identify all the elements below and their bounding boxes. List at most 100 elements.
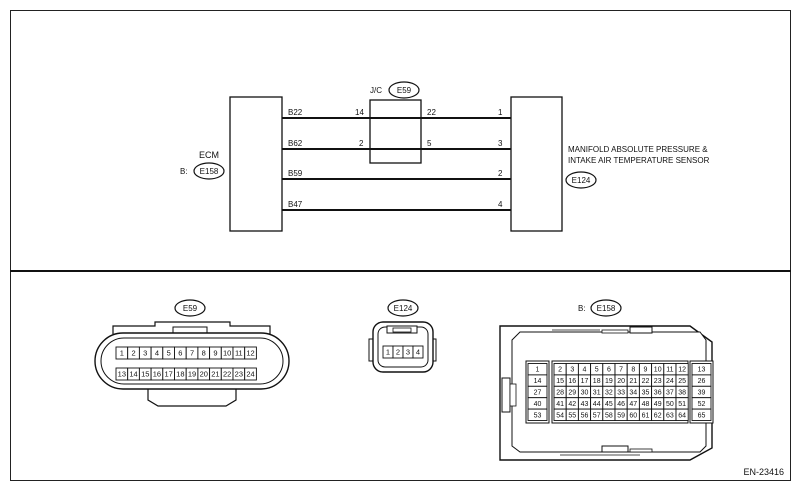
e124-tag — [387, 299, 419, 317]
svg-text:28: 28 — [556, 390, 564, 397]
e158-pin: 38 — [675, 385, 689, 399]
jc-connector-tag — [388, 81, 420, 99]
e59-pin: 12 — [244, 346, 257, 360]
e59-pin: 18 — [174, 367, 187, 381]
svg-text:6: 6 — [178, 349, 182, 358]
jc-connector-id: E59 — [397, 86, 412, 95]
e59-pin: 23 — [232, 367, 246, 381]
sensor-box — [510, 96, 563, 232]
e124-pin: 4 — [412, 345, 424, 359]
e158-pin: 63 — [663, 408, 677, 421]
svg-text:22: 22 — [223, 370, 231, 379]
e158-pin: 2 — [553, 363, 567, 376]
ecm-box — [229, 96, 283, 232]
svg-text:10: 10 — [223, 349, 231, 358]
svg-text:43: 43 — [581, 401, 589, 408]
e124-tag-text: E124 — [394, 304, 413, 313]
svg-text:50: 50 — [666, 401, 674, 408]
svg-text:2: 2 — [131, 349, 135, 358]
e124-pin: 1 — [382, 345, 394, 359]
svg-text:58: 58 — [605, 412, 613, 419]
e158-prefix: B: — [578, 304, 586, 313]
svg-text:12: 12 — [246, 349, 254, 358]
svg-text:63: 63 — [666, 412, 674, 419]
svg-text:15: 15 — [556, 378, 564, 385]
svg-text:51: 51 — [678, 401, 686, 408]
svg-text:27: 27 — [534, 390, 542, 397]
e158-pin: 58 — [602, 408, 616, 421]
svg-text:11: 11 — [666, 367, 673, 374]
wire-2-sensor-pin: 3 — [498, 139, 503, 148]
svg-text:54: 54 — [556, 412, 564, 419]
svg-text:2: 2 — [396, 348, 400, 357]
e158-pin: 7 — [614, 363, 628, 376]
e158-pin: 43 — [577, 397, 592, 410]
svg-text:24: 24 — [246, 370, 254, 379]
e59-pin: 1 — [115, 346, 129, 360]
wire-1-sensor-pin: 1 — [498, 108, 503, 117]
e59-pin: 22 — [220, 367, 234, 381]
svg-text:4: 4 — [155, 349, 159, 358]
e158-pin: 32 — [602, 385, 616, 399]
e158-pin: 53 — [527, 408, 548, 421]
svg-text:18: 18 — [593, 378, 601, 385]
e59-pin: 21 — [209, 367, 222, 381]
e158-tag — [590, 299, 622, 317]
e124-pin: 3 — [402, 345, 414, 359]
svg-text:56: 56 — [581, 412, 589, 419]
wire-3: B59 2 — [282, 169, 511, 180]
svg-text:35: 35 — [642, 390, 650, 397]
e158-pin: 30 — [577, 385, 592, 399]
svg-text:31: 31 — [593, 390, 601, 397]
svg-text:65: 65 — [698, 412, 706, 419]
svg-text:14: 14 — [534, 378, 542, 385]
e59-pin: 4 — [150, 346, 164, 360]
e158-pin: 4 — [577, 363, 592, 376]
svg-text:39: 39 — [698, 390, 706, 397]
e158-pin: 25 — [675, 374, 689, 387]
e158-pin: 34 — [626, 385, 640, 399]
e158-pin: 18 — [590, 374, 604, 387]
sensor-label-line1: MANIFOLD ABSOLUTE PRESSURE & — [568, 145, 708, 154]
svg-text:17: 17 — [164, 370, 172, 379]
wire-1-jc-in: 14 — [355, 108, 364, 117]
svg-text:10: 10 — [654, 367, 662, 374]
e59-pin: 19 — [185, 367, 199, 381]
svg-text:30: 30 — [581, 390, 589, 397]
svg-text:6: 6 — [607, 367, 611, 374]
svg-text:1: 1 — [536, 367, 540, 374]
e158-pin: 28 — [553, 385, 567, 399]
svg-text:26: 26 — [698, 378, 706, 385]
e158-pin: 56 — [577, 408, 592, 421]
e158-pin: 42 — [565, 397, 579, 410]
svg-text:20: 20 — [617, 378, 625, 385]
e59-pin: 24 — [244, 367, 257, 381]
e158-pin: 35 — [638, 385, 653, 399]
svg-text:7: 7 — [619, 367, 623, 374]
e158-pin: 31 — [590, 385, 604, 399]
svg-text:8: 8 — [202, 349, 206, 358]
e59-pin: 9 — [209, 346, 222, 360]
svg-text:62: 62 — [654, 412, 662, 419]
e158-pin: 55 — [565, 408, 579, 421]
svg-text:40: 40 — [534, 401, 542, 408]
e158-pin: 15 — [553, 374, 567, 387]
wire-4-ecm-pin: B47 — [288, 200, 303, 209]
e59-pin: 15 — [138, 367, 152, 381]
ecm-connector-prefix: B: — [180, 167, 188, 176]
svg-text:38: 38 — [678, 390, 686, 397]
e158-pin: 57 — [590, 408, 604, 421]
e158-pin: 5 — [590, 363, 604, 376]
svg-text:5: 5 — [595, 367, 599, 374]
svg-text:3: 3 — [406, 348, 410, 357]
svg-text:12: 12 — [678, 367, 686, 374]
svg-text:4: 4 — [416, 348, 420, 357]
svg-text:36: 36 — [654, 390, 662, 397]
e59-pin: 7 — [185, 346, 199, 360]
jc-box — [369, 99, 422, 164]
wire-3-sensor-pin: 2 — [498, 169, 503, 178]
svg-text:3: 3 — [570, 367, 574, 374]
e59-tag-text: E59 — [183, 304, 198, 313]
